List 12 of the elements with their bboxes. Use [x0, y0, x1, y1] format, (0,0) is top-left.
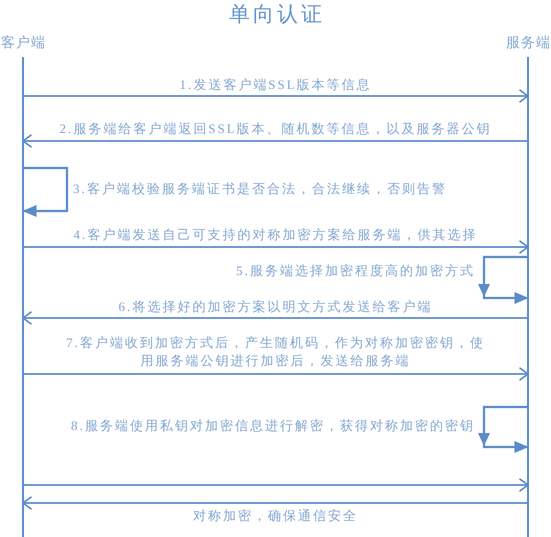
message-label: 对称加密，确保通信安全: [193, 508, 358, 524]
message-label: 8.服务端使用私钥对加密信息进行解密，获得对称加密的密钥: [71, 418, 475, 434]
message-label: 7.客户端收到加密方式后，产生随机码，作为对称加密密钥，使用服务端公钥进行加密后，发送给服务端: [65, 334, 486, 370]
message-label: 6.将选择好的加密方案以明文方式发送给客户端: [118, 299, 432, 315]
message-label: 1.发送客户端SSL版本等信息: [180, 77, 372, 93]
participant-label: 客户端: [0, 35, 46, 53]
message-label: 3.客户端校验服务端证书是否合法，合法继续，否则告警: [73, 181, 447, 197]
message-label: 5.服务端选择加密程度高的加密方式: [236, 263, 475, 279]
message-label: 4.客户端发送自己可支持的对称加密方案给服务端，供其选择: [74, 227, 478, 243]
message-label: 2.服务端给客户端返回SSL版本、随机数等信息，以及服务器公钥: [60, 121, 492, 137]
participant-label: 服务端: [505, 35, 551, 53]
title: 单向认证: [228, 2, 325, 26]
